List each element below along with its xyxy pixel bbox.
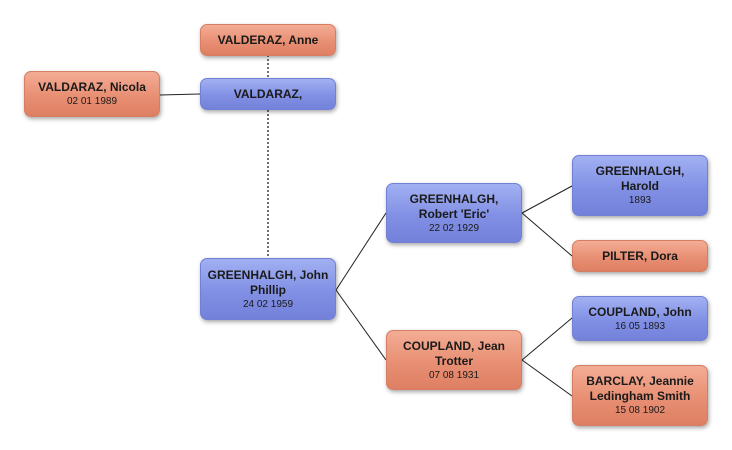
person-card-valdaraz[interactable]: VALDARAZ, (200, 78, 336, 110)
person-date: 16 05 1893 (614, 320, 666, 332)
person-name: VALDERAZ, Anne (217, 32, 319, 47)
person-card-jeannie[interactable]: BARCLAY, Jeannie Ledingham Smith 15 08 1… (572, 365, 708, 426)
person-card-jean-trotter[interactable]: COUPLAND, Jean Trotter 07 08 1931 (386, 330, 522, 390)
person-card-dora[interactable]: PILTER, Dora (572, 240, 708, 272)
person-name: BARCLAY, Jeannie Ledingham Smith (586, 374, 694, 403)
parent-link-jean-jeannie (521, 359, 573, 397)
person-date: 24 02 1959 (242, 298, 294, 310)
child-link-nicola (159, 93, 201, 96)
person-card-robert-eric[interactable]: GREENHALGH, Robert 'Eric' 22 02 1929 (386, 183, 522, 243)
person-date: 15 08 1902 (614, 405, 666, 416)
person-name: GREENHALGH, Robert 'Eric' (409, 191, 499, 221)
person-name: GREENHALGH, John Phillip (207, 267, 329, 297)
person-name: VALDARAZ, Nicola (38, 80, 146, 94)
person-name: COUPLAND, John (588, 304, 692, 319)
person-name: COUPLAND, Jean Trotter (402, 338, 506, 368)
person-card-john-phillip[interactable]: GREENHALGH, John Phillip 24 02 1959 (200, 258, 336, 320)
person-card-anne[interactable]: VALDERAZ, Anne (200, 24, 336, 56)
person-name: PILTER, Dora (602, 248, 678, 263)
person-date: 07 08 1931 (428, 369, 480, 381)
parent-link-robert-dora (521, 212, 573, 257)
person-card-nicola[interactable]: VALDARAZ, Nicola 02 01 1989 (24, 71, 160, 117)
person-date: 02 01 1989 (66, 96, 118, 107)
parent-link-jean-john (521, 317, 573, 361)
parent-link-robert-harold (521, 185, 573, 214)
person-date: 1893 (628, 195, 652, 206)
person-name: VALDARAZ, (233, 86, 303, 101)
parent-link-john-robert (335, 212, 387, 291)
parent-link-john-jean (335, 289, 387, 361)
person-card-harold[interactable]: GREENHALGH, Harold 1893 (572, 155, 708, 216)
person-card-john-coupland[interactable]: COUPLAND, John 16 05 1893 (572, 296, 708, 341)
person-date: 22 02 1929 (428, 222, 480, 234)
person-name: GREENHALGH, Harold (595, 164, 685, 193)
